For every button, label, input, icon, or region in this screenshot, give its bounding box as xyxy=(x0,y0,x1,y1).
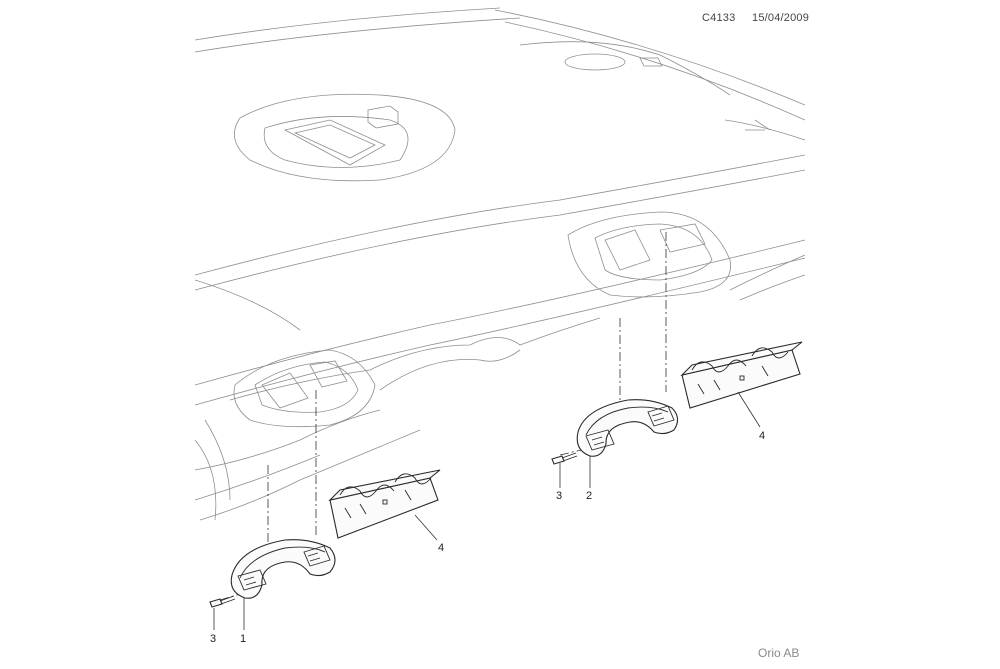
left-recess xyxy=(233,349,376,428)
callout-right-screw: 3 xyxy=(556,490,563,502)
drawing-date: 15/04/2009 xyxy=(752,12,810,24)
callout-right-bracket: 4 xyxy=(759,430,766,442)
dome-light xyxy=(233,93,456,182)
brand-label: Orio AB xyxy=(758,646,800,660)
right-screw xyxy=(551,452,578,465)
callout-left-bracket: 4 xyxy=(438,542,445,554)
callout-left-handle: 1 xyxy=(240,633,247,645)
headliner-outline xyxy=(194,7,806,521)
callout-right-handle: 2 xyxy=(586,490,593,502)
right-grab-handle xyxy=(576,399,679,457)
right-mounting-bracket xyxy=(680,341,803,409)
drawing-code: C4133 xyxy=(702,12,736,24)
left-mounting-bracket xyxy=(328,469,441,539)
left-grab-handle xyxy=(230,539,336,599)
callout-left-screw: 3 xyxy=(210,633,217,645)
leader-lines xyxy=(213,391,761,630)
right-recess xyxy=(567,211,732,298)
left-screw xyxy=(209,595,236,608)
